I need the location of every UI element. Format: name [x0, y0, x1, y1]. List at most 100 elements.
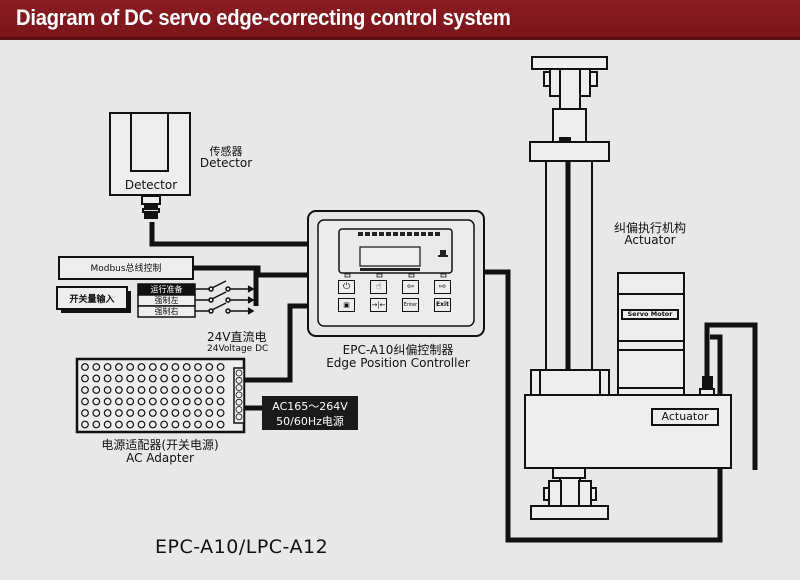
- vent-hole: [137, 397, 146, 406]
- vent-hole: [114, 386, 123, 394]
- terminal-screw: [235, 398, 243, 406]
- switch-2: [195, 291, 255, 304]
- adapter-label-cn: 电源适配器(开关电源): [101, 438, 219, 452]
- terminal-block: [233, 367, 245, 424]
- header-bar: Diagram of DC servo edge-correcting cont…: [0, 0, 800, 40]
- detector-cable: [149, 222, 318, 247]
- controller-button-menu[interactable]: ▣: [338, 298, 355, 312]
- controller-button-manual[interactable]: ☝: [370, 280, 387, 294]
- controller-button-center[interactable]: →|←: [370, 298, 387, 312]
- actuator-cable: [484, 269, 723, 543]
- vent-hole: [182, 363, 191, 371]
- detector-sensor: [109, 112, 191, 219]
- vent-hole: [194, 409, 202, 417]
- vent-hole: [137, 386, 146, 394]
- vent-hole: [171, 397, 180, 406]
- vent-hole: [171, 420, 180, 429]
- vent-hole: [114, 374, 123, 383]
- detector-label-cn: 传感器: [209, 145, 243, 158]
- vent-hole: [126, 397, 135, 406]
- terminal-screw: [235, 376, 243, 384]
- top-bracket: [531, 56, 608, 70]
- vent-hole: [81, 363, 89, 371]
- vent-hole: [171, 386, 180, 394]
- vent-hole: [81, 386, 89, 394]
- adapter-label-en: AC Adapter: [126, 451, 194, 465]
- edge-position-controller: [307, 210, 485, 337]
- controller-button-left[interactable]: ⇦: [402, 280, 419, 294]
- switch-label-ready: 运行准备: [150, 285, 183, 294]
- vent-hole: [148, 374, 157, 383]
- vent-hole: [81, 409, 89, 417]
- vent-hole: [103, 386, 112, 394]
- vent-hole: [126, 363, 135, 371]
- vent-hole: [92, 409, 101, 417]
- vent-hole: [114, 420, 123, 429]
- vent-hole: [137, 420, 146, 429]
- actuator-label-cn: 纠偏执行机构: [613, 221, 686, 235]
- terminal-screw: [235, 406, 243, 413]
- lcd-display: [359, 246, 421, 267]
- dc-label-cn: 24V直流电: [207, 330, 267, 344]
- controller-button-exit[interactable]: Exit: [434, 298, 451, 312]
- vent-hole: [216, 397, 225, 406]
- actuator-assembly: [524, 56, 758, 520]
- vent-hole: [126, 386, 135, 394]
- detector-label-en: Detector: [199, 156, 253, 170]
- vent-hole: [205, 363, 214, 371]
- vent-hole: [160, 397, 169, 406]
- dc-label-en: 24Voltage DC: [207, 344, 269, 354]
- vent-hole: [182, 409, 191, 417]
- controller-button-power[interactable]: ⏻: [338, 280, 355, 294]
- vent-hole: [205, 397, 214, 406]
- detector-box-label: Detector: [124, 178, 178, 192]
- vent-hole: [205, 420, 214, 429]
- vent-hole: [182, 386, 191, 394]
- vent-hole: [92, 374, 101, 383]
- servo-motor-label: Servo Motor: [627, 310, 673, 318]
- controller-label-cn: EPC-A10纠偏控制器: [342, 343, 454, 357]
- ac-label-line2: 50/60Hz电源: [276, 415, 344, 428]
- vent-hole: [92, 397, 101, 406]
- vent-hole: [126, 409, 135, 417]
- vent-hole: [103, 374, 112, 383]
- vent-hole: [137, 363, 146, 371]
- switch-label-force-left: 强制左: [154, 296, 179, 305]
- vent-hole: [114, 397, 123, 406]
- switch-label-force-right: 强制右: [154, 307, 179, 316]
- vent-hole: [171, 374, 180, 383]
- vent-hole: [194, 397, 202, 406]
- vent-hole: [216, 409, 225, 417]
- vent-hole: [92, 420, 101, 429]
- switch-3: [195, 302, 255, 315]
- vent-hole: [92, 363, 101, 371]
- vent-hole: [194, 363, 202, 371]
- vent-hole: [148, 420, 157, 429]
- servo-motor: [617, 272, 685, 396]
- vent-hole: [205, 409, 214, 417]
- controller-button-right[interactable]: ⇨: [434, 280, 451, 294]
- vent-hole: [194, 374, 202, 383]
- model-strip: [360, 268, 420, 271]
- actuator-label-plate: [651, 408, 719, 426]
- vent-hole: [137, 374, 146, 383]
- vent-hole: [81, 397, 89, 406]
- vent-hole: [182, 420, 191, 429]
- vent-hole: [160, 420, 169, 429]
- wiring: [149, 222, 723, 543]
- vent-hole: [205, 374, 214, 383]
- terminal-screw: [235, 413, 243, 421]
- actuator-label-en: Actuator: [624, 233, 676, 247]
- switch-input-box: [56, 286, 131, 313]
- actuator-box-label: Actuator: [661, 410, 709, 423]
- status-leds: [358, 232, 440, 236]
- upper-flange: [529, 141, 610, 162]
- switch-input-label: 开关量输入: [69, 295, 115, 305]
- controller-button-enter[interactable]: Enter: [402, 298, 419, 312]
- vent-hole: [148, 386, 157, 394]
- vent-hole: [103, 420, 112, 429]
- vent-hole: [126, 420, 135, 429]
- vent-hole: [114, 409, 123, 417]
- vent-hole: [103, 363, 112, 371]
